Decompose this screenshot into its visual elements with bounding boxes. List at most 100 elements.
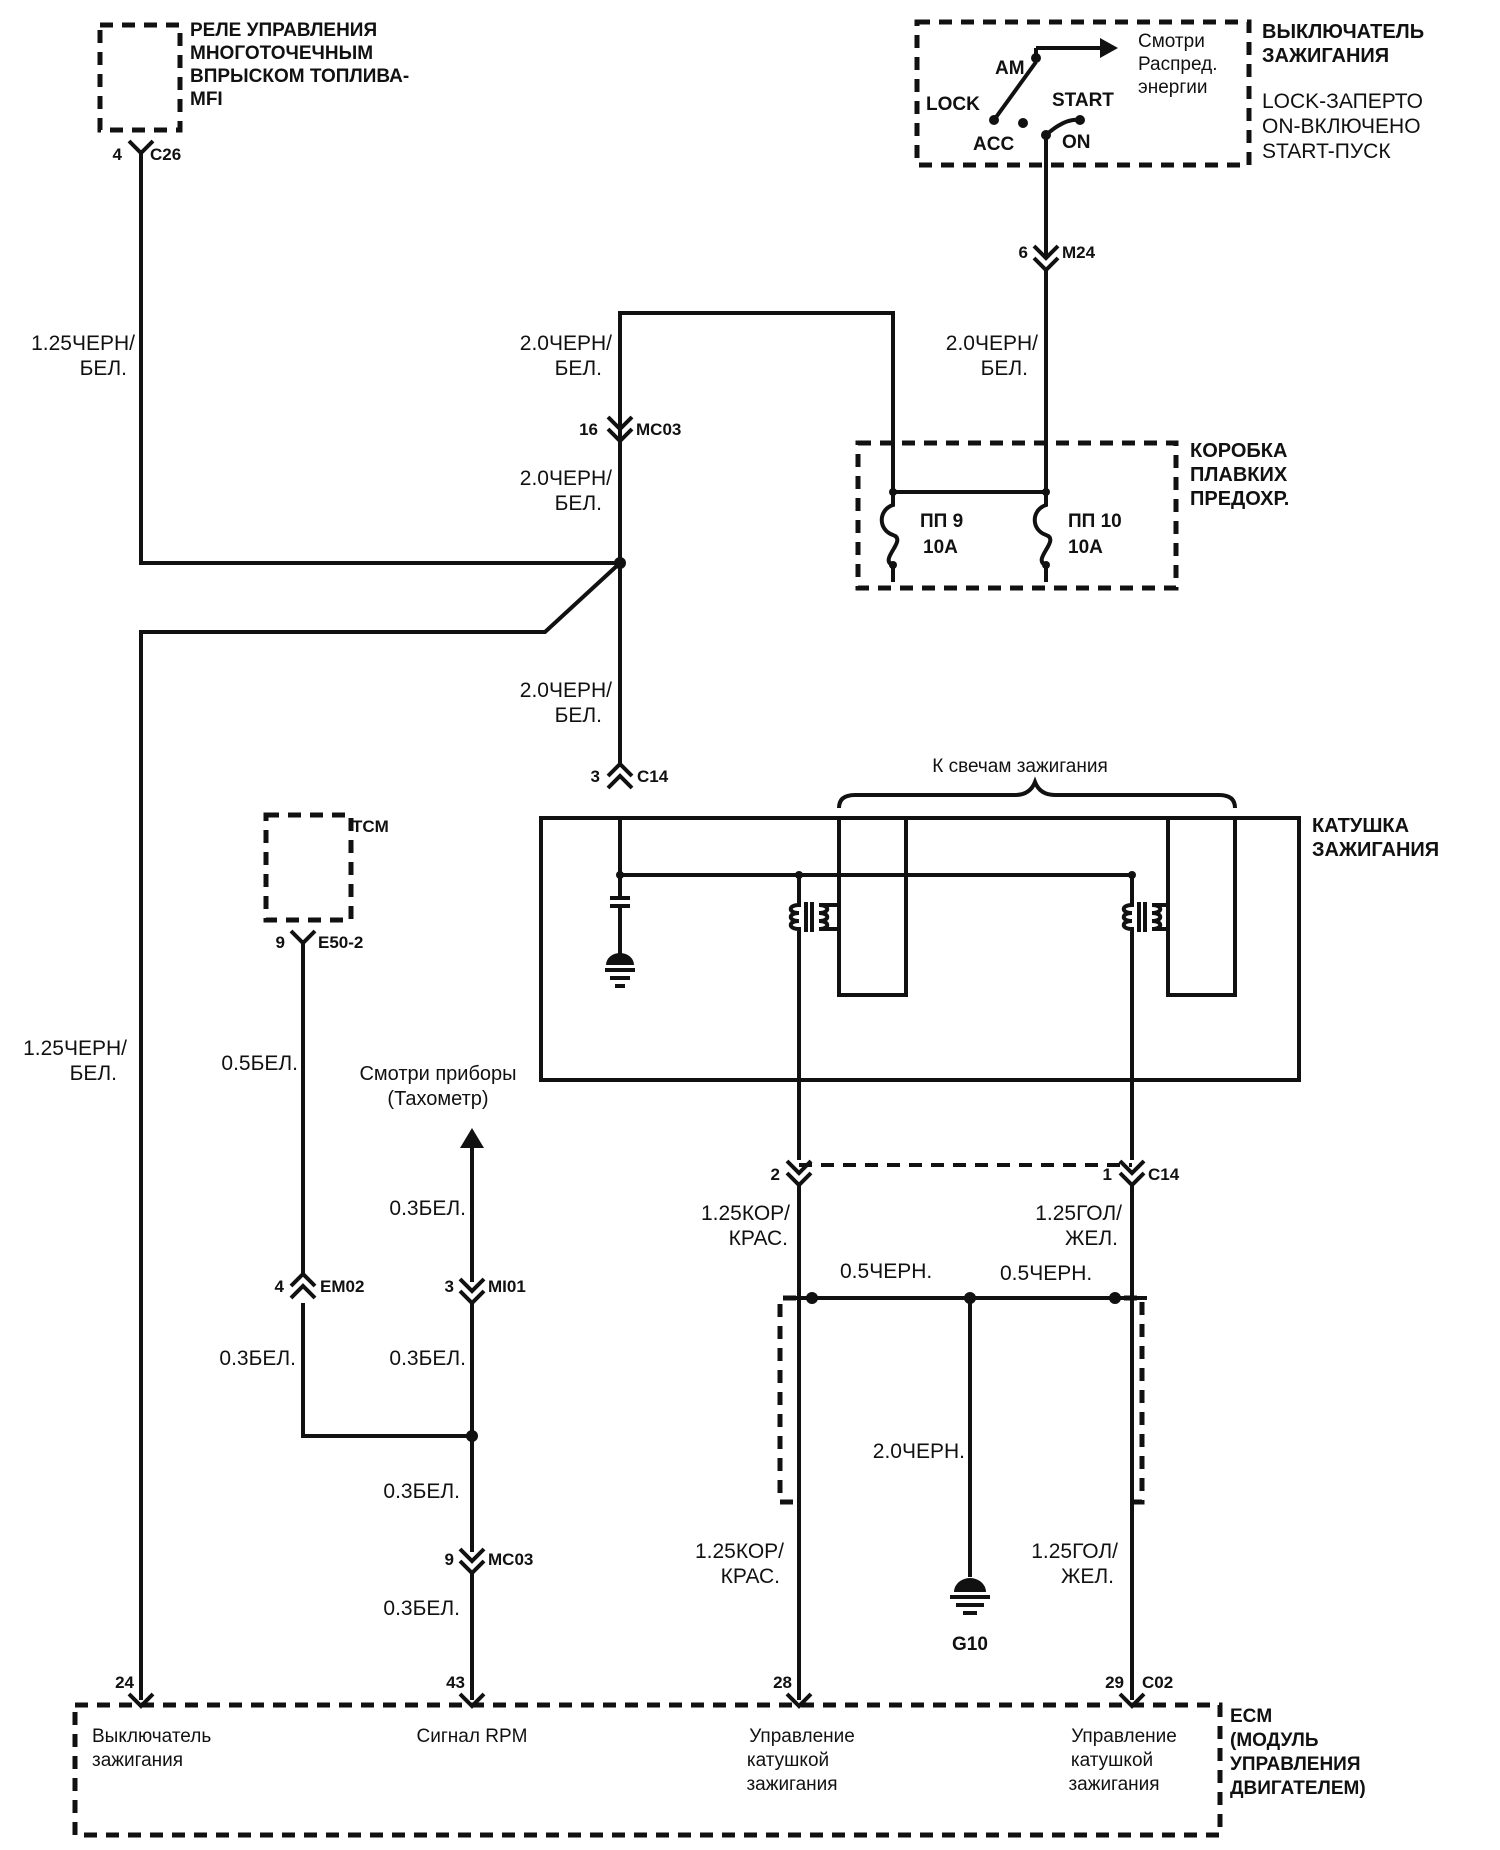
connector-e50-name: E50-2 [318,933,363,952]
svg-text:1.25ЧЕРН/: 1.25ЧЕРН/ [31,332,135,355]
connector-c14-low-right-pin: 1 [1103,1165,1112,1184]
svg-text:(Тахометр): (Тахометр) [387,1088,488,1110]
wire-ecm-ign-feed [139,560,623,1700]
svg-text:БЕЛ.: БЕЛ. [555,704,602,727]
svg-text:РЕЛЕ УПРАВЛЕНИЯ: РЕЛЕ УПРАВЛЕНИЯ [190,20,377,41]
ecm-pin-28-num: 28 [773,1673,792,1692]
switch-pos-acc: ACC [973,134,1014,155]
svg-text:1.25ГОЛ/: 1.25ГОЛ/ [1031,1540,1118,1563]
switch-pos-start: START [1052,90,1114,111]
wire-tcm-to-rpm [301,1303,474,1438]
svg-text:2.0ЧЕРН/: 2.0ЧЕРН/ [520,332,612,355]
svg-text:Смотри приборы: Смотри приборы [359,1063,516,1085]
ground-icon-g10 [950,1578,990,1615]
connector-em02-pin: 4 [275,1277,285,1296]
svg-text:ВПРЫСКОМ ТОПЛИВА-: ВПРЫСКОМ ТОПЛИВА- [190,66,409,87]
svg-text:START-ПУСК: START-ПУСК [1262,140,1391,163]
svg-text:ПЛАВКИХ: ПЛАВКИХ [1190,464,1288,486]
connector-e50-pin: 9 [276,933,285,952]
ecm-pin-43-num: 43 [446,1673,465,1692]
ground-g10-label: G10 [952,1634,988,1655]
svg-text:УПРАВЛЕНИЯ: УПРАВЛЕНИЯ [1230,1754,1361,1775]
svg-text:ЖЕЛ.: ЖЕЛ. [1061,1565,1114,1588]
svg-text:БЕЛ.: БЕЛ. [555,357,602,380]
ecm-pin-24-label: Выключатель зажигания [92,1726,211,1771]
svg-text:1.25ГОЛ/: 1.25ГОЛ/ [1035,1202,1122,1225]
svg-text:1.25КОР/: 1.25КОР/ [701,1202,790,1225]
connector-m24-pin: 6 [1019,243,1028,262]
svg-text:Управление: Управление [1071,1726,1177,1747]
svg-text:ECM: ECM [1230,1706,1272,1727]
svg-text:2.0ЧЕРН/: 2.0ЧЕРН/ [520,467,612,490]
coil-primary-bus [618,816,1134,877]
switch-power-ref: Смотри Распред. энергии [1138,31,1217,98]
wire-label-rpm2: 0.3БЕЛ. [383,1597,460,1620]
connector-mc03-low-symbol [458,1547,486,1575]
svg-text:КРАС.: КРАС. [721,1565,780,1588]
connector-m24-name: M24 [1062,243,1096,262]
ground-icon-coil [606,953,634,965]
connector-em02-name: EM02 [320,1277,364,1296]
svg-text:МНОГОТОЧЕЧНЫМ: МНОГОТОЧЕЧНЫМ [190,43,373,64]
coil-left-icon [788,820,908,1160]
svg-text:ВЫКЛЮЧАТЕЛЬ: ВЫКЛЮЧАТЕЛЬ [1262,21,1424,43]
connector-mi01-symbol [458,1277,486,1305]
wire-label-coil-right: 1.25ГОЛ/ ЖЕЛ. [1035,1202,1122,1250]
svg-text:энергии: энергии [1138,77,1207,98]
fuse10-name: ПП 10 [1068,511,1122,532]
fuse9-name: ПП 9 [920,511,963,532]
connector-c26-name: C26 [150,145,181,164]
spark-plugs-brace [837,776,1237,809]
svg-text:ЗАЖИГАНИЯ: ЗАЖИГАНИЯ [1262,45,1389,67]
svg-text:Управление: Управление [749,1726,855,1747]
wire-label-coil-left: 1.25КОР/ КРАС. [701,1202,790,1250]
fuse10-rating: 10А [1068,537,1103,558]
ecm-pin-24-num: 24 [115,1673,134,1692]
wire-label-tach2: 0.3БЕЛ. [389,1347,466,1370]
connector-em02-symbol [289,1272,317,1300]
coil-right-icon [1121,820,1237,1160]
svg-text:зажигания: зажигания [1068,1774,1159,1795]
connector-c14-top-name: C14 [637,767,669,786]
svg-text:ЗАЖИГАНИЯ: ЗАЖИГАНИЯ [1312,839,1439,861]
ignition-switch-legend: LOCK-ЗАПЕРТО ON-ВКЛЮЧЕНО START-ПУСК [1262,90,1423,163]
svg-text:ПРЕДОХР.: ПРЕДОХР. [1190,488,1289,510]
wire-label-rpm1: 0.3БЕЛ. [383,1480,460,1503]
svg-text:БЕЛ.: БЕЛ. [981,357,1028,380]
connector-mi01-pin: 3 [445,1277,454,1296]
svg-text:зажигания: зажигания [746,1774,837,1795]
mfi-relay-label: РЕЛЕ УПРАВЛЕНИЯ МНОГОТОЧЕЧНЫМ ВПРЫСКОМ Т… [190,20,409,110]
tcm-box [263,812,354,923]
ignition-switch-contacts [989,38,1118,256]
wire-label-ground: 2.0ЧЕРН. [873,1440,965,1463]
splice-rpm [466,1430,478,1442]
ecm-pin-28-label: Управление катушкой зажигания [746,1726,854,1795]
connector-mc03-name: MC03 [636,420,681,439]
connector-mc03-low-name: MC03 [488,1550,533,1569]
ecm-box [72,1702,1223,1838]
wire-label-shield-right: 0.5ЧЕРН. [1000,1262,1092,1285]
shield-right [1124,1295,1145,1505]
wire-label-tcm-low: 0.3БЕЛ. [219,1347,296,1370]
ignition-switch-box [914,19,1252,168]
fuse9-icon [879,492,900,582]
ignition-coil-box [539,816,1301,1082]
to-spark-plugs-label: К свечам зажигания [932,756,1108,777]
svg-text:БЕЛ.: БЕЛ. [80,357,127,380]
svg-text:ДВИГАТЕЛЕМ): ДВИГАТЕЛЕМ) [1230,1778,1366,1799]
capacitor-icon [610,896,630,908]
ecm-pin-29-label: Управление катушкой зажигания [1068,1726,1176,1795]
svg-text:MFI: MFI [190,89,223,110]
svg-text:(МОДУЛЬ: (МОДУЛЬ [1230,1730,1319,1751]
wire-label-left-low: 1.25ЧЕРН/ БЕЛ. [23,1037,127,1085]
connector-c14-top-symbol [606,762,634,790]
wire-label-ecm-right: 1.25ГОЛ/ ЖЕЛ. [1031,1540,1118,1588]
fuse-box [855,440,1179,591]
svg-text:катушкой: катушкой [747,1750,829,1771]
tcm-label: TCM [352,817,389,836]
wire-label-relay: 1.25ЧЕРН/ БЕЛ. [31,332,135,380]
connector-mc03-pin: 16 [579,420,598,439]
wire-label-mid2: 2.0ЧЕРН/ БЕЛ. [520,467,612,515]
svg-text:1.25ЧЕРН/: 1.25ЧЕРН/ [23,1037,127,1060]
